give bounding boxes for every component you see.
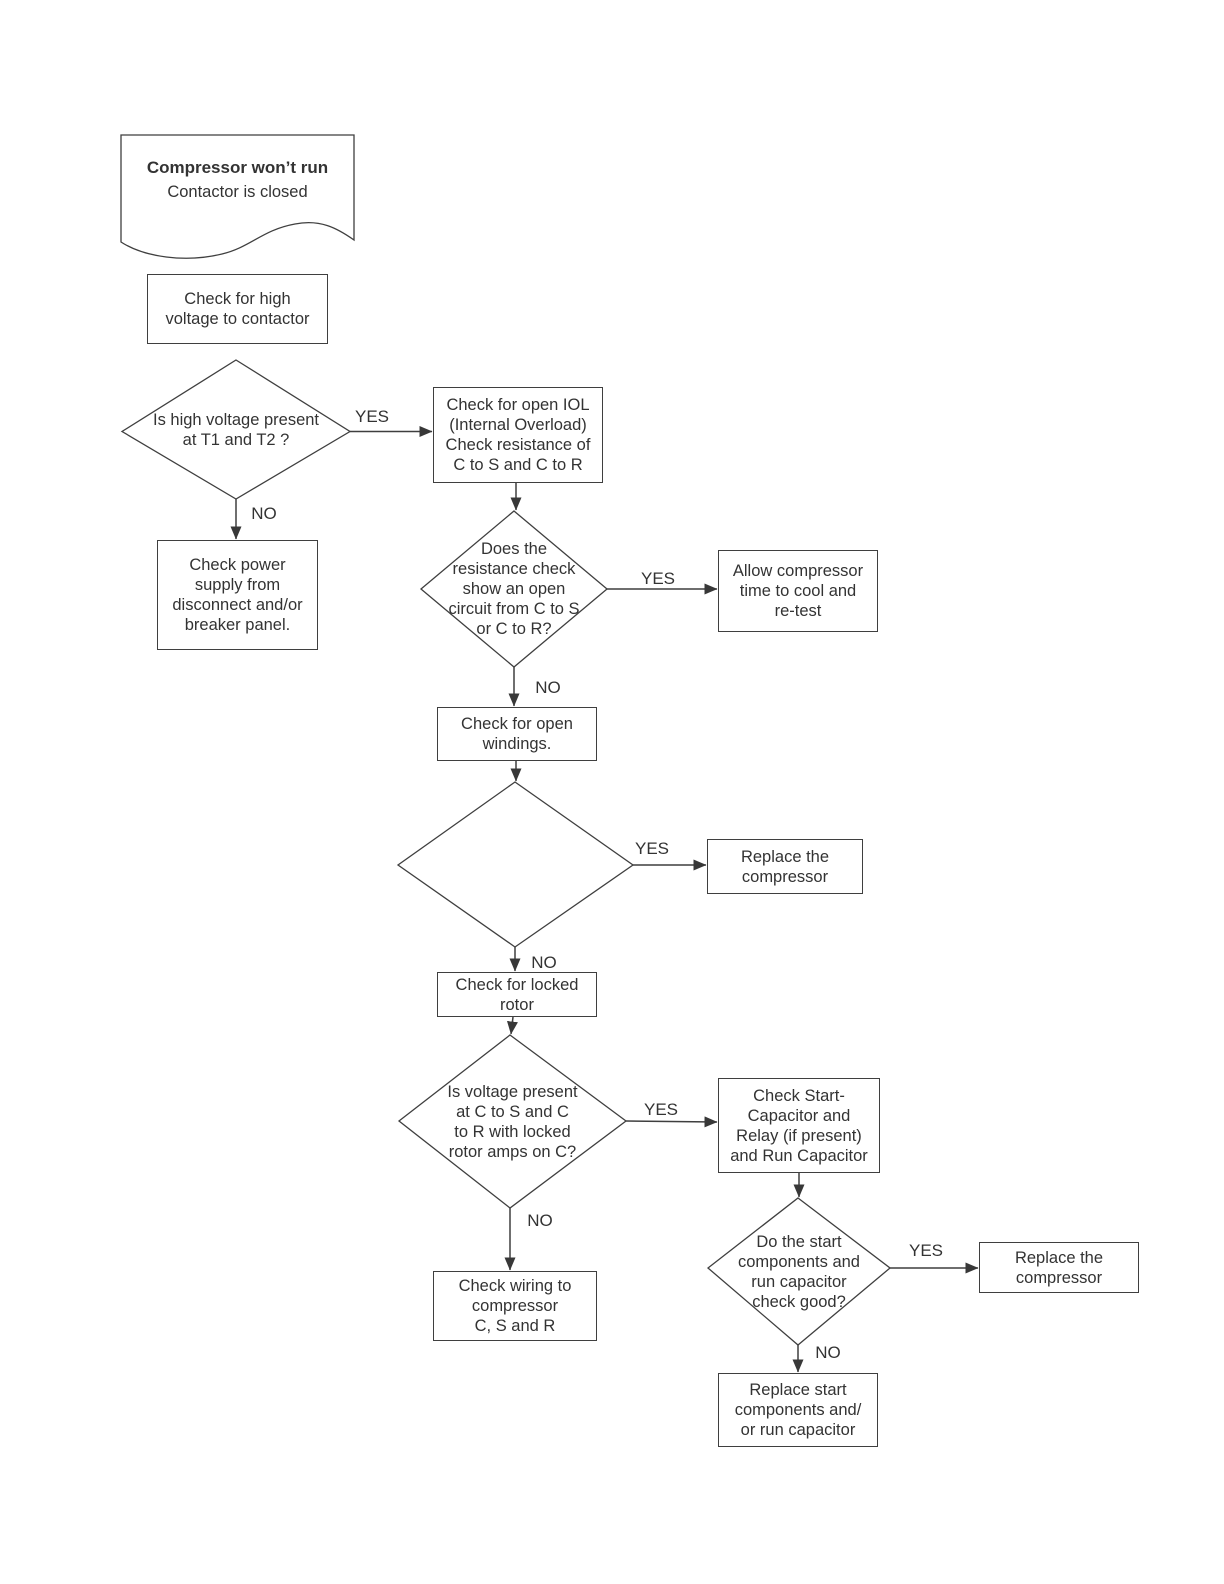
process-replace-compressor-2: Replace the compressor	[979, 1242, 1139, 1293]
node-label: Check for open IOL (Internal Overload) C…	[445, 396, 591, 474]
decision-resistance-label: Does the resistance check show an open c…	[421, 511, 607, 667]
node-label: Replace the compressor	[1014, 1248, 1104, 1287]
process-check-locked-rotor: Check for locked rotor	[437, 972, 597, 1017]
edge-yes-4	[625, 1116, 718, 1128]
decision-high-voltage-label: Is high voltage present at T1 and T2 ?	[122, 360, 350, 499]
edge-label-no-2: NO	[535, 678, 561, 697]
decision-blank	[396, 781, 635, 948]
node-label: Check Start- Capacitor and Relay (if pre…	[730, 1086, 868, 1165]
edge-label-no-3: NO	[531, 953, 557, 972]
decision-high-voltage-present	[120, 359, 352, 500]
edge-label-yes-5: YES	[908, 1241, 944, 1260]
document-shape-title	[120, 134, 355, 259]
edge-label-yes-1: YES	[354, 407, 390, 426]
process-replace-compressor-1: Replace the compressor	[707, 839, 863, 894]
page-title: Compressor won’t run	[146, 158, 329, 177]
page-subtitle: Contactor is closed	[167, 183, 308, 201]
edge-label-yes-3: YES	[634, 839, 670, 858]
edge-label-no-4: NO	[527, 1211, 553, 1230]
node-label: Does the resistance check show an open c…	[448, 540, 580, 638]
process-check-open-iol: Check for open IOL (Internal Overload) C…	[433, 387, 603, 483]
process-replace-start-components: Replace start components and/ or run cap…	[718, 1373, 878, 1447]
node-label: Is high voltage present at T1 and T2 ?	[152, 410, 320, 449]
node-label: Check for high voltage to contactor	[165, 290, 310, 328]
node-label: Replace the compressor	[740, 847, 830, 886]
edge-label-no-1: NO	[251, 504, 277, 523]
node-label: Do the start components and run capacito…	[737, 1232, 860, 1311]
edge-rotor-to-decision	[506, 1016, 518, 1035]
edge-label-no-5: NO	[815, 1343, 841, 1362]
node-label: Check power supply from disconnect and/o…	[172, 556, 303, 634]
process-check-open-windings: Check for open windings.	[437, 707, 597, 761]
process-check-start-capacitor: Check Start- Capacitor and Relay (if pre…	[718, 1078, 880, 1173]
decision-locked-rotor-label: Is voltage present at C to S and C to R …	[399, 1035, 626, 1208]
node-label: Replace start components and/ or run cap…	[734, 1381, 862, 1439]
decision-voltage-locked-rotor	[397, 1034, 628, 1209]
process-check-power-supply: Check power supply from disconnect and/o…	[157, 540, 318, 650]
process-check-wiring: Check wiring to compressor C, S and R	[433, 1271, 597, 1341]
process-allow-compressor-cool: Allow compressor time to cool and re-tes…	[718, 550, 878, 632]
node-label: Check for open windings.	[461, 715, 573, 753]
node-label: Allow compressor time to cool and re-tes…	[732, 562, 864, 620]
decision-resistance-open-circuit	[419, 510, 609, 668]
node-label: Check wiring to compressor C, S and R	[458, 1277, 572, 1335]
node-label: Is voltage present at C to S and C to R …	[447, 1082, 578, 1161]
decision-start-components-good	[706, 1197, 892, 1346]
edge-label-yes-4: YES	[643, 1100, 679, 1119]
decision-blank-label	[398, 782, 633, 947]
edge-label-yes-2: YES	[640, 569, 676, 588]
title-document: Compressor won’t run Contactor is closed	[121, 135, 354, 202]
process-check-high-voltage: Check for high voltage to contactor	[147, 274, 328, 344]
node-label: Check for locked rotor	[455, 975, 579, 1014]
decision-start-components-label: Do the start components and run capacito…	[708, 1198, 890, 1345]
